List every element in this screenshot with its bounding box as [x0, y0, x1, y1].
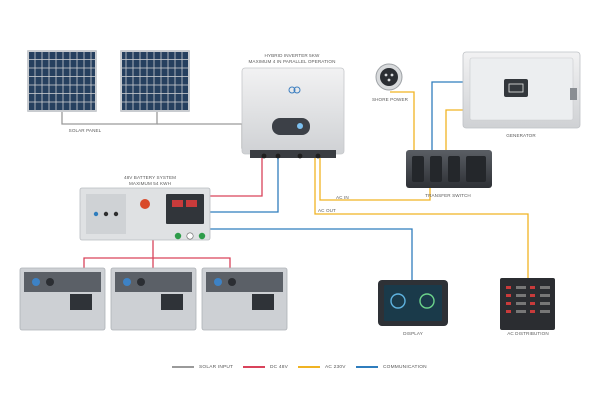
hybrid-inverter	[241, 67, 345, 159]
solar-panel-right	[120, 50, 190, 112]
solar-panel-label: SOLAR PANEL	[68, 128, 102, 133]
comm-wire	[210, 228, 413, 282]
battery-module	[19, 267, 106, 331]
generator-label: GENERATOR	[506, 133, 536, 138]
legend-label-comm: COMMUNICATION	[383, 364, 427, 370]
legend-swatch-comm	[356, 366, 378, 368]
ac-wire	[390, 91, 415, 152]
display-device	[378, 280, 448, 326]
inverter-label-line2: MAXIMUM 4 IN PARALLEL OPERATION	[248, 59, 336, 64]
ac-out-label: AC OUT	[318, 208, 336, 213]
legend-swatch-dc	[243, 366, 265, 368]
ac-wire	[314, 158, 529, 280]
legend-swatch-ac	[298, 366, 320, 368]
comm-wire	[210, 158, 279, 213]
legend-label-ac: AC 230V	[325, 364, 346, 370]
legend-label-solar: SOLAR INPUT	[199, 364, 234, 370]
generator	[462, 51, 581, 129]
solar-wire	[157, 123, 250, 149]
legend-item-ac: AC 230V	[298, 362, 346, 372]
solar-wire	[61, 112, 158, 125]
ac-distribution-panel	[500, 278, 555, 330]
comm-wire	[431, 81, 463, 152]
battery-label-line2: MAXIMUM 54 KWH	[129, 181, 171, 186]
legend-item-dc: DC 48V	[243, 362, 288, 372]
ac-wire	[319, 158, 431, 201]
ac-distribution-label: AC DISTRIBUTION	[507, 331, 549, 336]
legend: SOLAR INPUT DC 48V AC 230V COMMUNICATION	[0, 362, 600, 374]
dc-wire	[153, 257, 231, 268]
inverter-label-line1: HYBRID INVERTER 5KW	[264, 53, 320, 58]
battery-label-line1: 48V BATTERY SYSTEM	[123, 175, 177, 180]
legend-item-comm: COMMUNICATION	[356, 362, 427, 372]
wires	[61, 81, 529, 282]
solar-panel-left	[27, 50, 97, 112]
legend-item-solar: SOLAR INPUT	[172, 362, 233, 372]
legend-swatch-solar	[172, 366, 194, 368]
ac-in-label: AC IN	[336, 195, 349, 200]
dc-wire	[83, 240, 154, 268]
dc-wire	[210, 158, 263, 197]
battery-module	[201, 267, 288, 331]
shore-power-plug-icon	[375, 63, 403, 91]
battery-module	[110, 267, 197, 331]
battery-system-controller	[79, 187, 211, 241]
transfer-switch	[406, 150, 492, 188]
transfer-switch-label: TRANSFER SWITCH	[425, 193, 471, 198]
display-label: DISPLAY	[403, 331, 423, 336]
ac-wire	[445, 109, 463, 152]
shore-power-label: SHORE POWER	[371, 97, 409, 102]
legend-label-dc: DC 48V	[270, 364, 288, 370]
